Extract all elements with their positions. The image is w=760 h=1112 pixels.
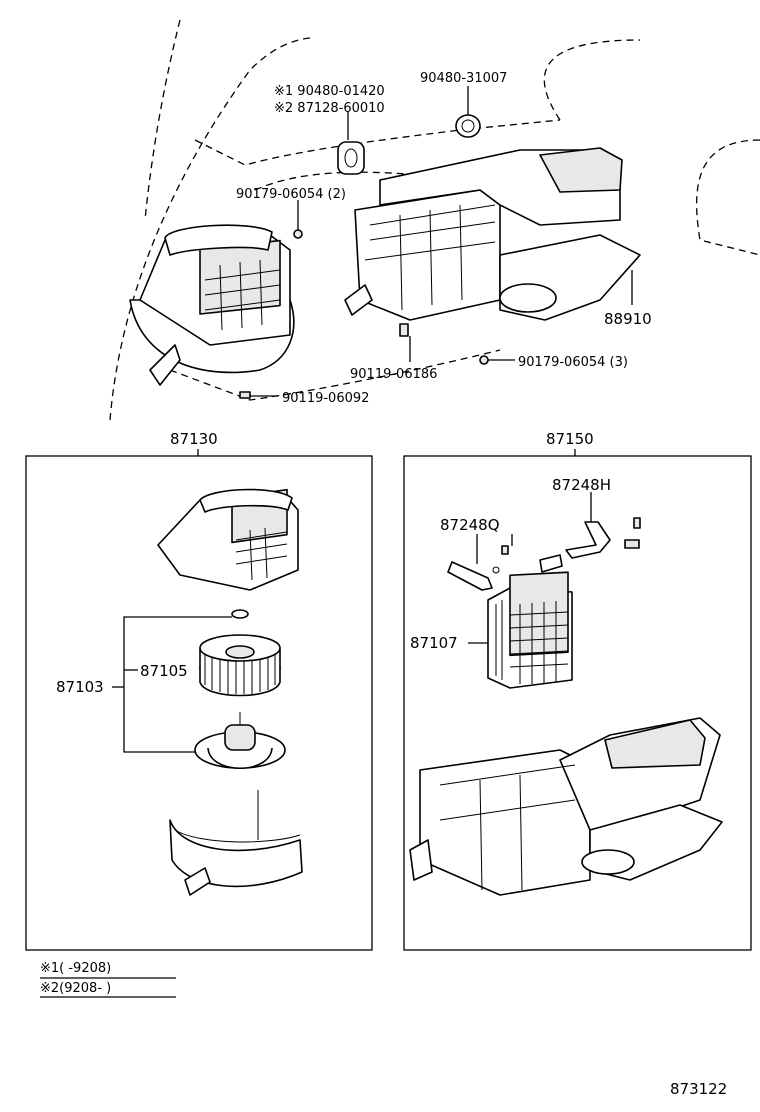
right-box-frame (403, 455, 752, 951)
legend-line-2: ※2(9208- ) (40, 981, 111, 996)
dash-outline-left (109, 37, 311, 421)
grommet-part (337, 141, 365, 175)
heater-core-part (487, 571, 573, 689)
dash-outline-inner (144, 19, 181, 221)
figure-number: 873122 (670, 1080, 727, 1098)
clip-right-part (479, 355, 489, 365)
label-87103: 87103 (56, 678, 104, 696)
hose-87248q-part (447, 561, 500, 591)
label-grommet-note1: ※1 90480-01420 (274, 84, 385, 99)
label-87107: 87107 (410, 634, 458, 652)
label-grommet-note2: ※2 87128-60010 (274, 101, 385, 116)
label-duct: 88910 (604, 310, 652, 328)
label-screw-mid: 90119-06186 (350, 367, 437, 382)
bracket-87103 (123, 616, 232, 753)
screw-mid-part (399, 323, 409, 337)
blower-housing-part (157, 488, 299, 591)
dash-outline-bottom (169, 349, 501, 401)
plug-part (455, 114, 481, 138)
dash-outline-right (695, 139, 760, 256)
label-clip-top: 90179-06054 (2) (236, 187, 346, 202)
dash-outline-top (543, 39, 641, 121)
legend-line-1: ※1( -9208) (40, 961, 111, 976)
label-87105: 87105 (140, 662, 188, 680)
clip-top-part (293, 229, 303, 239)
blower-motor-part (194, 712, 286, 769)
blower-unit-top (129, 224, 295, 386)
right-box-title: 87150 (546, 430, 594, 448)
blower-fan-part (199, 634, 281, 697)
heater-case-part (409, 717, 723, 896)
hose-87248h-part (501, 517, 641, 573)
dash-outline-mid (254, 171, 421, 191)
heater-case-top (344, 147, 641, 321)
blower-lower-housing-part (169, 790, 303, 896)
left-box-title: 87130 (170, 430, 218, 448)
label-plug: 90480-31007 (420, 71, 507, 86)
left-box-frame (25, 455, 373, 951)
label-87248q: 87248Q (440, 516, 500, 534)
screw-bottom-part (239, 391, 251, 399)
label-clip-right: 90179-06054 (3) (518, 355, 628, 370)
label-87248h: 87248H (552, 476, 611, 494)
fan-nut-part (231, 609, 249, 619)
label-screw-bottom: 90119-06092 (282, 391, 369, 406)
